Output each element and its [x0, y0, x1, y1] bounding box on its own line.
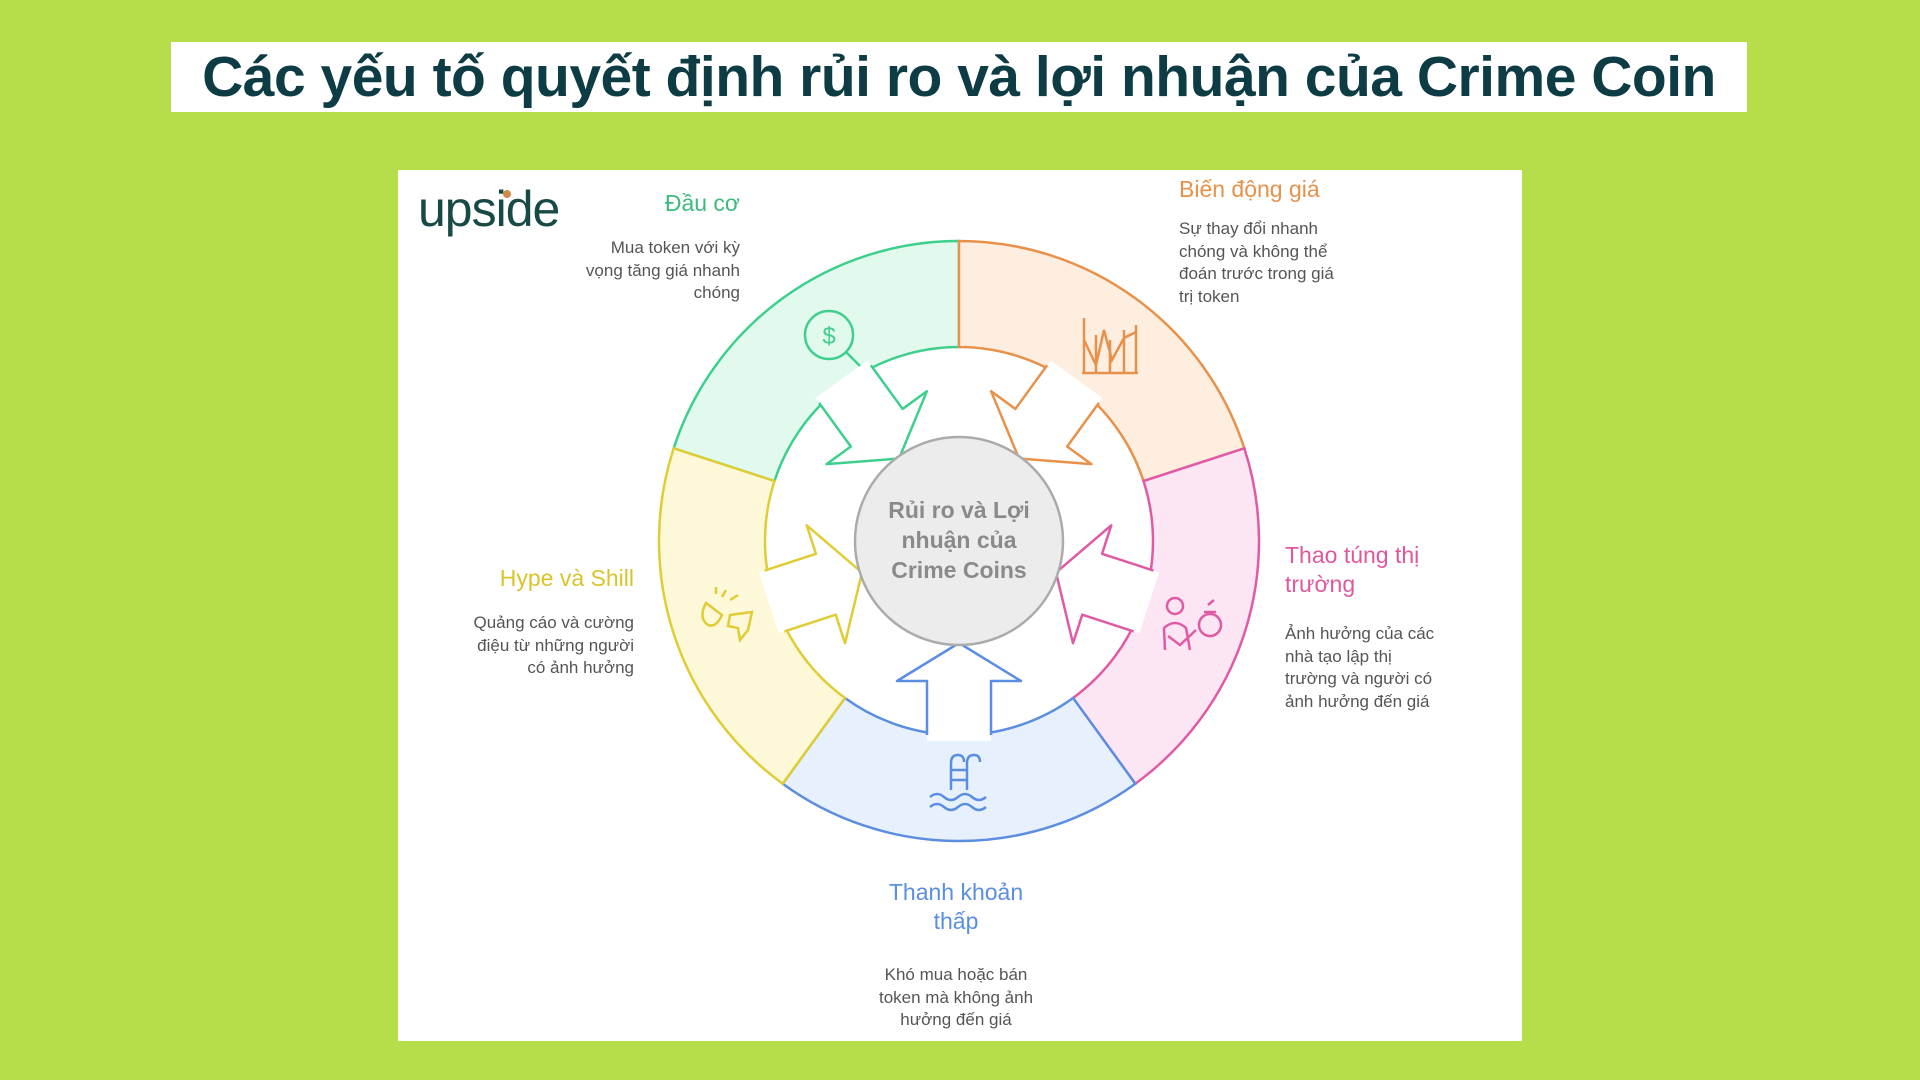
segment-desc-bien-dong-gia: Sự thay đổi nhanh chóng và không thể đoá…: [1179, 218, 1334, 308]
segment-title-hype-shill: Hype và Shill: [500, 564, 634, 593]
desc-line: Sự thay đổi nhanh: [1179, 219, 1318, 238]
desc-line: có ảnh hưởng: [527, 658, 634, 677]
desc-line: vọng tăng giá nhanh: [585, 260, 740, 280]
segment-title-thao-tung: Thao túng thị trường: [1285, 541, 1419, 599]
page-title-box: Các yếu tố quyết định rủi ro và lợi nhuậ…: [171, 42, 1747, 112]
desc-line: chóng: [693, 283, 740, 302]
logo-dot: [503, 190, 511, 198]
desc-line: hưởng đến giá: [900, 1010, 1012, 1029]
upside-logo: upside: [418, 180, 560, 238]
segment-title-dau-co: Đầu cơ: [665, 189, 740, 218]
arrow-fill-thanh-khoan: [897, 643, 1021, 741]
page-title: Các yếu tố quyết định rủi ro và lợi nhuậ…: [202, 45, 1716, 109]
segment-title-thanh-khoan: Thanh khoản thấp: [856, 878, 1056, 936]
center-circle: [853, 435, 1065, 647]
desc-line: Khó mua hoặc bán: [884, 965, 1028, 984]
svg-text:$: $: [822, 323, 835, 350]
title-line: Biến động giá: [1179, 176, 1320, 202]
desc-line: Ảnh hưởng của các: [1285, 624, 1435, 643]
segment-desc-hype-shill: Quảng cáo và cường điệu từ những người c…: [473, 612, 634, 680]
logo-text: upside: [418, 181, 560, 237]
dollar-search-icon: $: [803, 309, 861, 367]
pool-ladder-icon: [929, 753, 987, 812]
person-moneybag-icon: [1162, 596, 1223, 651]
desc-line: trường và người có: [1285, 669, 1433, 688]
desc-line: ảnh hưởng đến giá: [1285, 691, 1430, 711]
segment-title-bien-dong-gia: Biến động giá: [1179, 175, 1320, 204]
arrow-fill-bien-dong-gia: [991, 360, 1103, 465]
title-line: Đầu cơ: [664, 190, 740, 216]
center-label: Rủi ro và Lợi nhuận của Crime Coins: [859, 495, 1059, 585]
title-line: thấp: [933, 908, 979, 934]
title-line: Thao túng thị: [1285, 542, 1420, 568]
segment-dau-co: [672, 239, 961, 483]
desc-line: chóng và không thể: [1179, 241, 1328, 261]
segment-bien-dong-gia: [957, 239, 1246, 483]
desc-line: đoán trước trong giá: [1179, 264, 1334, 283]
desc-line: trị token: [1179, 286, 1240, 306]
desc-line: nhà tạo lập thị: [1285, 646, 1392, 666]
megaphone-icon: [701, 587, 754, 643]
desc-line: điệu từ những người: [477, 635, 634, 655]
center-line: nhuận của: [901, 527, 1017, 553]
title-line: trường: [1285, 571, 1356, 597]
arrow-fill-dau-co: [815, 360, 927, 465]
desc-line: token mà không ảnh: [878, 987, 1034, 1007]
title-line: Thanh khoản: [888, 879, 1024, 905]
center-line: Crime Coins: [891, 557, 1027, 583]
segment-desc-dau-co: Mua token với kỳ vọng tăng giá nhanh chó…: [586, 237, 740, 305]
desc-line: Quảng cáo và cường: [473, 613, 634, 632]
segment-desc-thao-tung: Ảnh hưởng của các nhà tạo lập thị trường…: [1285, 623, 1434, 713]
desc-line: Mua token với kỳ: [610, 238, 740, 257]
volatile-chart-icon: [1082, 318, 1138, 375]
segment-thao-tung: [1071, 446, 1261, 786]
center-line: Rủi ro và Lợi: [888, 497, 1030, 523]
segment-desc-thanh-khoan: Khó mua hoặc bán token mà không ảnh hưởn…: [856, 964, 1056, 1032]
title-line: Hype và Shill: [499, 565, 634, 591]
